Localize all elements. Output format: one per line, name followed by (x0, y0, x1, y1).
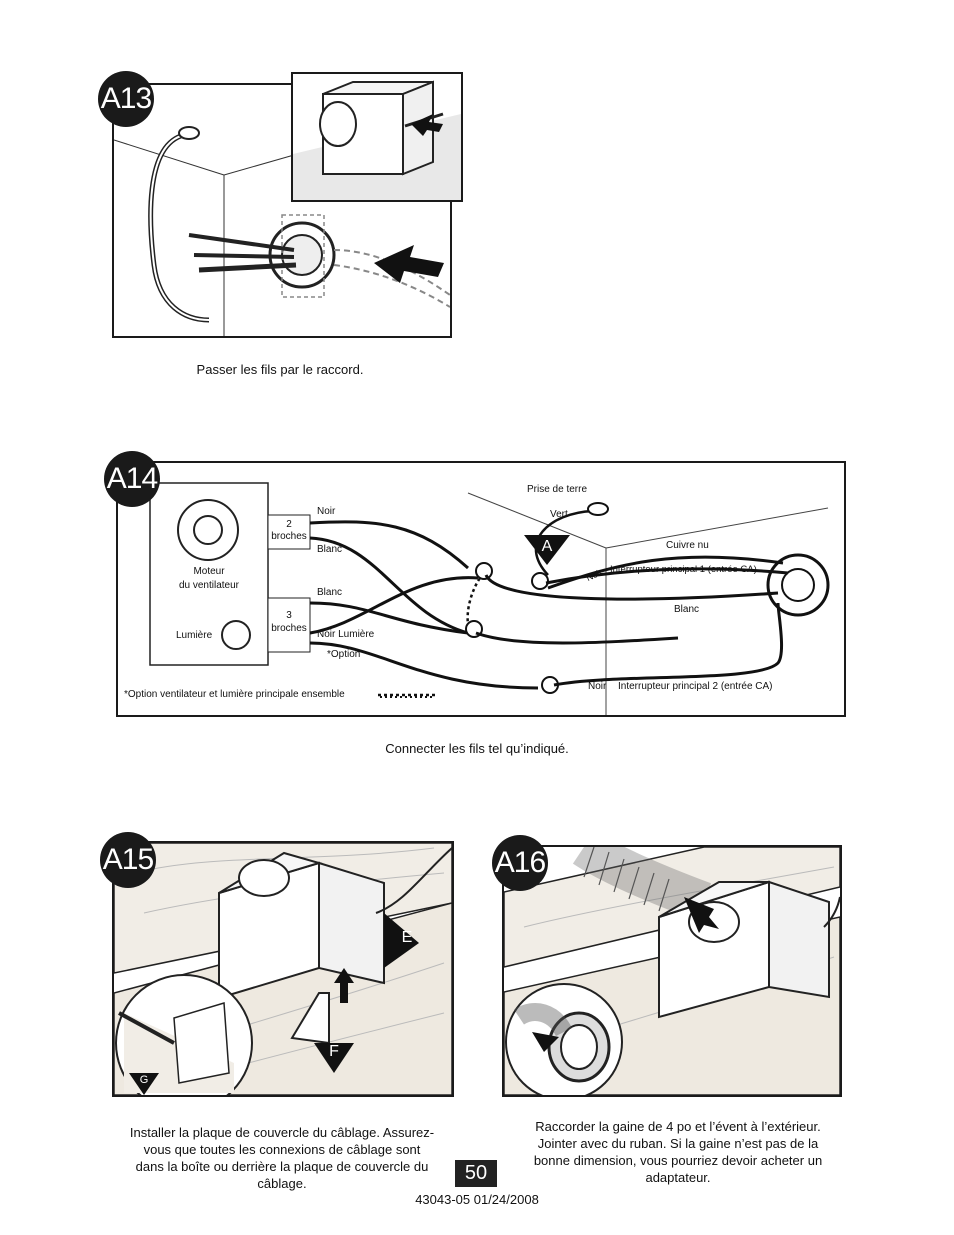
a16-caption-line: Jointer avec du ruban. Si la gaine n’est… (537, 1136, 819, 1151)
blanc-right-label: Blanc (674, 604, 700, 615)
a14-step-badge: A14 (104, 451, 160, 507)
a15-caption-line: vous que toutes les connexions de câblag… (143, 1142, 421, 1157)
cuivre-label: Cuivre nu (666, 540, 709, 551)
a16-caption-line: Raccorder la gaine de 4 po et l’évent à … (535, 1119, 821, 1134)
a13-inset (291, 72, 463, 202)
a16-panel (502, 845, 842, 1097)
a15-illustration (114, 843, 452, 1095)
a13-step-badge: A13 (98, 71, 154, 127)
plug2-label-line2: broches (271, 531, 307, 542)
switch2-label: Interrupteur principal 2 (entrée CA) (618, 681, 773, 692)
vert-label: Vert (550, 509, 568, 520)
switch1-label: Interrupteur principal 1 (entrée CA) (610, 564, 757, 575)
a14-caption: Connecter les fils tel qu’indiqué. (385, 741, 569, 756)
light-label: Lumière (176, 630, 213, 641)
option-note: *Option ventilateur et lumière principal… (124, 689, 345, 700)
plug2-label-line1: 2 (286, 519, 292, 530)
a15-caption-line: dans la boîte ou derrière la plaque de c… (135, 1159, 429, 1174)
motor-label-line1: Moteur (193, 566, 225, 577)
a13-illustration (114, 126, 450, 336)
a16-illustration (504, 847, 840, 1095)
a14-wiring-diagram (149, 482, 830, 715)
a16-caption: Raccorder la gaine de 4 po et l’évent à … (502, 1118, 854, 1186)
plug3-label-line2: broches (271, 623, 307, 634)
document-code: 43043-05 01/24/2008 (415, 1192, 539, 1207)
wire-label-noir-lumiere: Noir Lumière (317, 629, 375, 640)
marker-g: G (139, 1074, 149, 1086)
a15-step-badge: A15 (100, 832, 156, 888)
a16-caption-line: bonne dimension, vous pourriez devoir ac… (533, 1153, 823, 1168)
marker-f: F (329, 1043, 339, 1060)
noir-bottom-label: Noir (588, 681, 607, 692)
wire-label-blanc-2: Blanc (317, 587, 343, 598)
page-number: 50 (455, 1160, 497, 1187)
a15-caption: Installer la plaque de couvercle du câbl… (112, 1124, 452, 1192)
a15-panel: E F G (112, 841, 454, 1097)
marker-e: E (401, 929, 413, 946)
a16-step-badge: A16 (492, 835, 548, 891)
a15-caption-line: Installer la plaque de couvercle du câbl… (129, 1125, 435, 1140)
plug3-label-line1: 3 (286, 610, 292, 621)
ground-label: Prise de terre (527, 484, 588, 495)
wire-label-noir-top: Noir (317, 506, 336, 517)
a16-caption-line: adaptateur. (645, 1170, 711, 1185)
wire-label-blanc-1: Blanc (317, 544, 343, 555)
a14-panel: Moteur du ventilateur Lumière 2 broches … (116, 461, 846, 717)
a13-caption: Passer les fils par le raccord. (196, 362, 364, 377)
a15-caption-line: câblage. (257, 1176, 307, 1191)
motor-label-line2: du ventilateur (178, 580, 240, 591)
marker-a: A (541, 538, 553, 555)
wire-label-option: *Option (327, 649, 361, 660)
a13-inset-illustration (293, 80, 461, 200)
